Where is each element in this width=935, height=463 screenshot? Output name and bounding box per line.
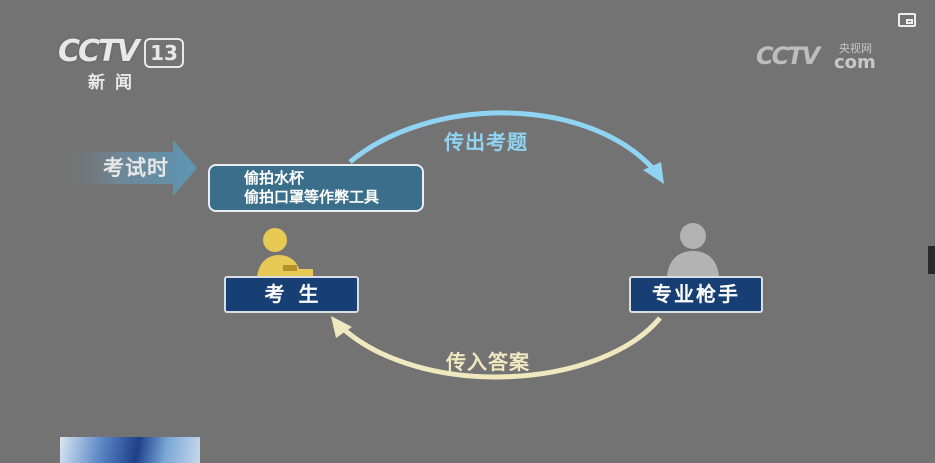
side-panel-handle[interactable] [928,246,935,274]
cctv-com-suffix: com [834,52,876,73]
gunman-label: 专业枪手 [629,276,763,313]
cheating-tools-box: 偷拍水杯 偷拍口罩等作弊工具 [208,164,424,212]
exam-time-arrow [55,140,197,196]
cctv13-logo: CCTV 13 新闻 [58,34,184,93]
cctv-com-word: CCTV [756,42,820,70]
send-out-arrowhead [643,162,664,184]
channel-number: 13 [144,38,184,68]
exam-time-label: 考试时 [103,156,169,180]
preview-thumbnail[interactable] [60,437,200,463]
send-out-arc [348,110,658,174]
tool-item: 偷拍口罩等作弊工具 [244,188,380,206]
picture-in-picture-icon[interactable] [898,13,916,27]
send-in-label: 传入答案 [446,350,530,374]
cctv-logo-word: CCTV [58,34,140,69]
channel-name: 新闻 [88,73,142,93]
send-in-arc [338,316,662,380]
tool-item: 偷拍水杯 [244,169,305,187]
cctv-com-logo: CCTV 央视网 com [756,38,886,78]
send-out-label: 传出考题 [444,130,528,154]
cctv-com-cn: 央视网 [839,42,872,55]
examinee-label: 考生 [224,276,359,313]
send-in-arrowhead [331,316,352,338]
gunman-person-icon [667,223,719,276]
examinee-person-icon [257,228,313,277]
